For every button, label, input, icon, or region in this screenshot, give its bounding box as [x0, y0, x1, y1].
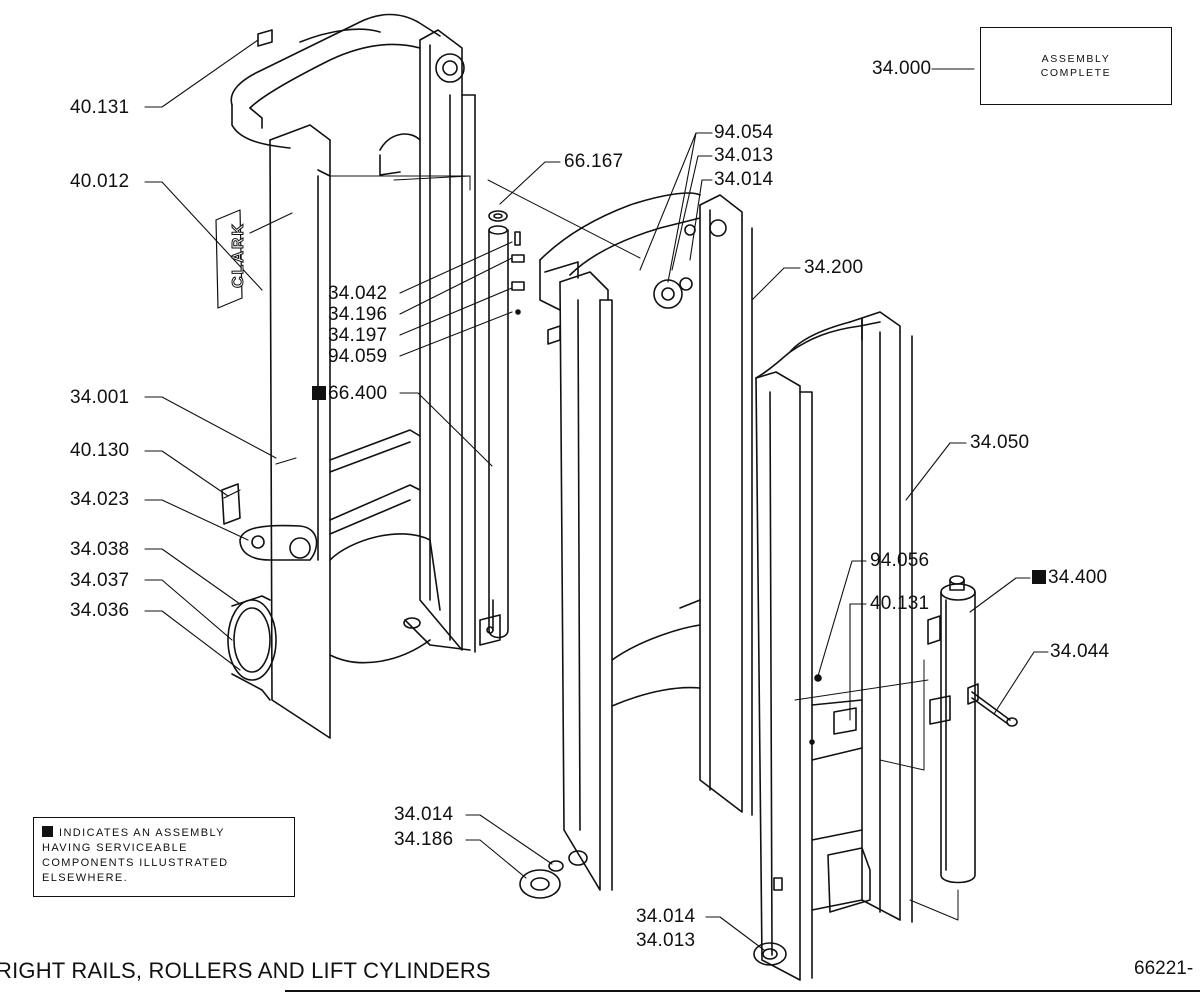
assembly-complete-box: ASSEMBLY COMPLETE	[980, 27, 1172, 105]
callout-34-037: 34.037	[70, 570, 130, 591]
legend-line-4: ELSEWHERE.	[42, 872, 129, 884]
legend-box: INDICATES AN ASSEMBLY HAVING SERVICEABLE…	[33, 817, 295, 897]
legend-line-2: HAVING SERVICEABLE	[42, 842, 188, 854]
callout-34-186: 34.186	[394, 829, 454, 850]
callout-66-167: 66.167	[564, 151, 624, 172]
callout-34-014-top: 34.014	[714, 169, 774, 190]
assembly-lines	[487, 179, 959, 921]
callout-34-036: 34.036	[70, 600, 130, 621]
callout-66-400: 66.400	[312, 384, 387, 404]
callout-34-050: 34.050	[970, 432, 1030, 453]
bottom-rule	[285, 990, 1200, 992]
callout-34-196: 34.196	[328, 304, 388, 325]
callout-34-001: 34.001	[70, 387, 130, 408]
diagram-title: RIGHT RAILS, ROLLERS AND LIFT CYLINDERS	[0, 958, 491, 983]
outer-rail	[215, 13, 476, 739]
callout-40-131-top: 40.131	[70, 97, 130, 118]
callout-34-013-top: 34.013	[714, 145, 774, 166]
legend-line-1: INDICATES AN ASSEMBLY	[59, 827, 225, 839]
callout-94-054: 94.054	[714, 122, 774, 143]
lift-cylinder-left	[479, 210, 525, 646]
callout-34-013-bottom: 34.013	[636, 930, 696, 951]
inner-rail	[753, 311, 913, 981]
assembly-line-2: COMPLETE	[1040, 67, 1112, 79]
callout-34-044: 34.044	[1050, 641, 1110, 662]
intermediate-rail	[519, 192, 753, 899]
callout-34-200: 34.200	[804, 257, 864, 278]
serviceable-marker-icon	[42, 826, 53, 837]
clark-logo: CLARK	[230, 222, 248, 289]
callout-40-131-lower: 40.131	[870, 593, 930, 614]
callout-94-056: 94.056	[870, 550, 930, 571]
assembly-line-1: ASSEMBLY	[1041, 53, 1111, 65]
leader-lines	[144, 39, 1049, 951]
lift-cylinder-right	[927, 575, 1018, 884]
assembly-number: 34.000	[872, 58, 932, 79]
callout-34-042: 34.042	[328, 283, 388, 304]
callout-34-197: 34.197	[328, 325, 388, 346]
legend-line-3: COMPONENTS ILLUSTRATED	[42, 857, 229, 869]
figure-number: 66221-	[1134, 958, 1194, 979]
callout-34-400: 34.400	[1032, 568, 1107, 588]
callout-40-012: 40.012	[70, 171, 130, 192]
callout-34-014-bottom: 34.014	[636, 906, 696, 927]
callout-34-023: 34.023	[70, 489, 130, 510]
callout-34-014-mid: 34.014	[394, 804, 454, 825]
callout-34-038: 34.038	[70, 539, 130, 560]
callout-40-130: 40.130	[70, 440, 130, 461]
callout-94-059: 94.059	[328, 346, 388, 367]
